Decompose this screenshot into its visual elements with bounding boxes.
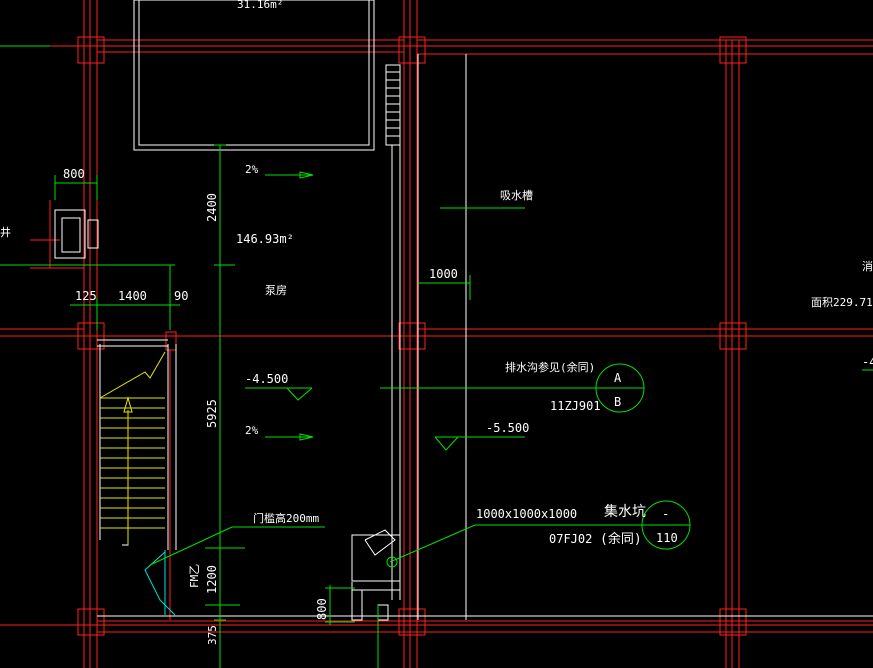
drain-ref: 11ZJ901 [550,399,601,413]
stair-break-line [99,351,166,399]
dim-800-bottom: 800 [315,598,329,620]
door [144,550,176,616]
text-labels: 31.16m² 146.93m² 泵房 吸水槽 面积229.71m 消 井 排水… [0,0,873,645]
well-label: 井 [0,225,11,239]
sump-size: 1000x1000x1000 [476,507,577,521]
drain-note: 排水沟参见(余同) [505,360,595,374]
slope-b: 2% [245,424,259,437]
column [398,608,426,636]
dim-1400: 1400 [118,289,147,303]
threshold-note: 门槛高200mm [253,511,319,525]
stair [99,351,166,545]
column [77,322,105,350]
column [719,36,747,64]
dim-1000: 1000 [429,267,458,281]
area-right-label: 面积229.71m [811,296,873,309]
area-pump-label: 146.93m² [236,232,294,246]
sump-title: 集水坑 [604,503,646,520]
sump-circle-bottom: 110 [656,531,678,545]
column [77,608,105,636]
sump-ref: 07FJ02 [549,532,592,546]
column [398,322,426,350]
elevation-right: -4 [862,355,873,369]
sump-circle-top: - [662,507,669,521]
dimensions [0,45,873,668]
column [719,608,747,636]
dim-90: 90 [174,289,188,303]
elevation-a: -4.500 [245,372,288,386]
dim-375: 375 [206,625,219,645]
slope-a: 2% [245,163,259,176]
room-suction-label: 吸水槽 [500,189,533,202]
shaft-box [54,209,86,259]
elevation-b: -5.500 [486,421,529,435]
door-label: FM乙 [188,564,201,588]
drain-circle-bottom: B [614,395,621,409]
dim-2400: 2400 [205,193,219,222]
drain-circle-top: A [614,371,622,385]
sump-same: (余同) [600,531,642,547]
dim-800-top: 800 [63,167,85,181]
column [398,36,426,64]
walls [54,0,873,621]
room-pump-label: 泵房 [265,284,287,297]
column [719,322,747,350]
dim-5925: 5925 [205,399,219,428]
area-top-label: 31.16m² [237,0,283,11]
top-room-outline [133,0,375,151]
dim-1200: 1200 [205,565,219,594]
ladder [385,64,401,146]
room-right-label: 消 [862,259,873,273]
column [77,36,105,64]
dim-125: 125 [75,289,97,303]
